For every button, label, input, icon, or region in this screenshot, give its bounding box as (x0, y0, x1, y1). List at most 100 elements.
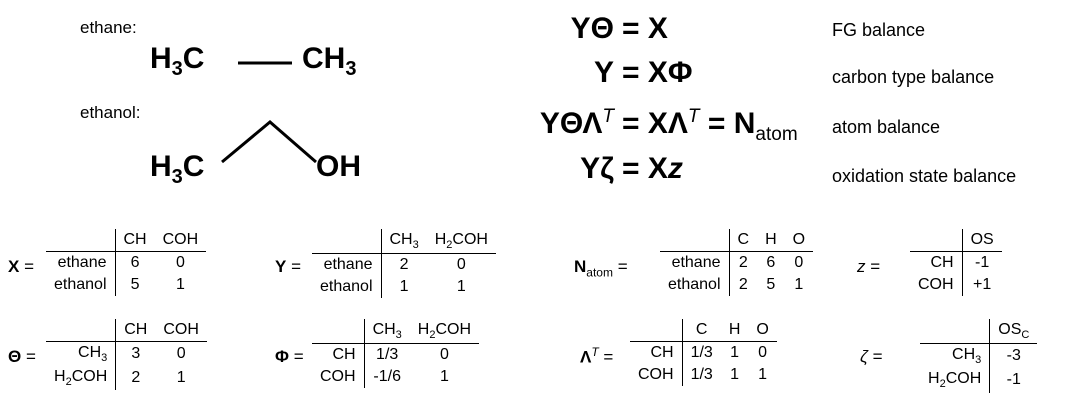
matrix-col-header: O (784, 229, 814, 252)
matrix-cell: 1/3 (690, 366, 713, 383)
matrix-cell: -3 (1006, 347, 1021, 365)
matrix-cell: -1/6 (373, 368, 401, 386)
ethanol-right-group: OH (316, 150, 361, 183)
matrix-cell: 2 (738, 254, 748, 271)
matrix-col-header: O (748, 319, 777, 342)
matrix-row-header: H2COH (920, 368, 991, 393)
matrix-row-header: CH (312, 343, 365, 367)
eq3-lhs: YΘΛT (539, 106, 614, 140)
ethane-bond (238, 61, 292, 65)
ethanol-label: ethanol: (80, 103, 141, 122)
matrix-cell: 1 (175, 276, 185, 293)
matrix-row-header: COH (910, 274, 963, 296)
matrix-col-header: CH (115, 229, 155, 252)
matrix-row: COH 1/3 1 1 (630, 364, 777, 386)
matrix-cell: 1/3 (690, 344, 713, 361)
ethane-right-group: CH3 (302, 42, 357, 80)
matrix-corner (910, 229, 963, 252)
matrix-row: ethane 2 0 (312, 253, 496, 277)
matrix-col-header: CH (115, 319, 156, 342)
matrix-row-header: H2COH (46, 366, 117, 391)
matrix-row-header: CH3 (920, 343, 991, 369)
matrix-cell: 2 (399, 256, 409, 274)
matrix-corner (312, 319, 365, 345)
eq4-desc: oxidation state balance (832, 166, 1017, 186)
eq3-rhs: = XΛT = Natom (622, 106, 798, 145)
matrix-corner (312, 229, 382, 255)
matrix-cell: 0 (794, 254, 804, 271)
ethane-left-group: H3C (150, 42, 205, 80)
matrix-row: H2COH 2 1 (46, 366, 207, 391)
eq4-lhs: Yζ (580, 152, 614, 185)
matrix-row: COH +1 (910, 274, 1002, 296)
matrix-col-header: C (729, 229, 758, 252)
ethanol-left-group: H3C (150, 150, 205, 188)
matrix-cell: -1 (1006, 371, 1021, 389)
matrix-row-header: CH3 (46, 341, 117, 367)
matrix-col-header: CH3 (381, 229, 427, 255)
matrix-cell: 1 (456, 278, 466, 296)
matrix-cell: 6 (130, 254, 140, 271)
matrix-col-header: H2COH (409, 319, 480, 345)
matrix-cell: 3 (131, 345, 141, 363)
matrix-z-label: z = (857, 257, 881, 276)
matrix-cell: 0 (175, 254, 185, 271)
matrix-lambda-label: ΛT = (580, 345, 614, 367)
matrix-row-header: COH (630, 364, 683, 386)
matrix-cell: 2 (738, 276, 748, 293)
eq1-rhs: = X (622, 12, 668, 45)
matrix-zeta-label: ζ = (860, 347, 883, 366)
matrix-cell: 0 (439, 346, 449, 364)
matrix-row: CH3 3 0 (46, 341, 207, 367)
matrix-cell: 1 (176, 369, 186, 387)
matrix-y-label: Y = (275, 257, 302, 276)
matrix-col-header: C (682, 319, 721, 342)
matrix-cell: 1 (794, 276, 804, 293)
matrix-n-label: Natom = (574, 257, 628, 280)
matrix-cell: 1/3 (376, 346, 399, 364)
matrix-cell: 1 (730, 366, 740, 383)
eq4-rhs: = Xz (622, 152, 683, 185)
eq1-desc: FG balance (832, 20, 926, 40)
eq2-rhs: = XΦ (622, 56, 693, 89)
ethane-label: ethane: (80, 18, 137, 37)
matrix-row: CH 1/3 0 (312, 343, 479, 367)
matrix-cell: 2 (131, 369, 141, 387)
matrix-row-header: ethane (312, 253, 382, 277)
matrix-phi-label: Φ = (275, 347, 304, 366)
matrix-cell: -1 (975, 254, 990, 271)
matrix-row-header: COH (312, 366, 365, 389)
matrix-cell: 5 (130, 276, 140, 293)
matrix-cell: 1 (758, 366, 768, 383)
matrix-row-header: ethanol (46, 274, 116, 296)
matrix-col-header: H (720, 319, 749, 342)
matrix-col-header: CH3 (364, 319, 410, 345)
matrix-col-header: H (757, 229, 785, 252)
matrix-cell: 1 (730, 344, 740, 361)
matrix-cell: 0 (456, 256, 466, 274)
matrix-row: CH-1 (910, 251, 1002, 274)
matrix-corner (920, 319, 991, 345)
matrix-cell: 0 (176, 345, 186, 363)
matrix-cell: +1 (973, 276, 992, 293)
matrix-cell: 0 (758, 344, 768, 361)
matrix-cell: 6 (766, 254, 776, 271)
matrix-col-header: OS (962, 229, 1002, 252)
eq3-desc: atom balance (832, 117, 941, 137)
matrix-theta-label: Θ = (8, 347, 36, 366)
eq2-desc: carbon type balance (832, 67, 995, 87)
matrix-col-header: H2COH (426, 229, 496, 255)
